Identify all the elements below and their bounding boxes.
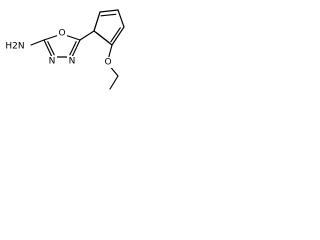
bond-phenyl-4 [111, 26, 125, 46]
bond-c5-n4 [71, 39, 81, 58]
ring-nitrogen-2-label: N [69, 57, 76, 67]
ring-oxygen-label-bg [57, 28, 67, 39]
bond-c2-amine [30, 39, 45, 46]
bond-phenyl-6 [93, 11, 101, 32]
bond-phenyl-3 [117, 9, 125, 28]
bond-n3-c2 [43, 39, 53, 58]
ether-oxygen-label-bg [103, 57, 113, 68]
bond-ethyl-terminal [109, 75, 119, 90]
bond-phenyl-inner-3 [95, 31, 110, 43]
bond-n3-c2-double [47, 41, 55, 56]
ring-nitrogen-2-label-bg [67, 56, 77, 67]
amine-label: H2N [5, 42, 24, 52]
bond-c5-phenyl [79, 30, 95, 41]
ether-oxygen-label: O [104, 58, 111, 68]
amine-label-bg [0, 39, 26, 52]
ring-nitrogen-1-label-bg [47, 56, 57, 67]
ring-oxygen-label: O [58, 29, 65, 39]
bond-phenyl-2 [99, 9, 119, 13]
bond-c5-n4-double [69, 41, 77, 56]
chemical-structure-diagram: H2N O N N O [0, 9, 125, 90]
bond-phenyl-inner-2 [110, 27, 121, 43]
ring-nitrogen-1-label: N [49, 57, 56, 67]
bond-phenyl-inner-1 [100, 13, 117, 17]
